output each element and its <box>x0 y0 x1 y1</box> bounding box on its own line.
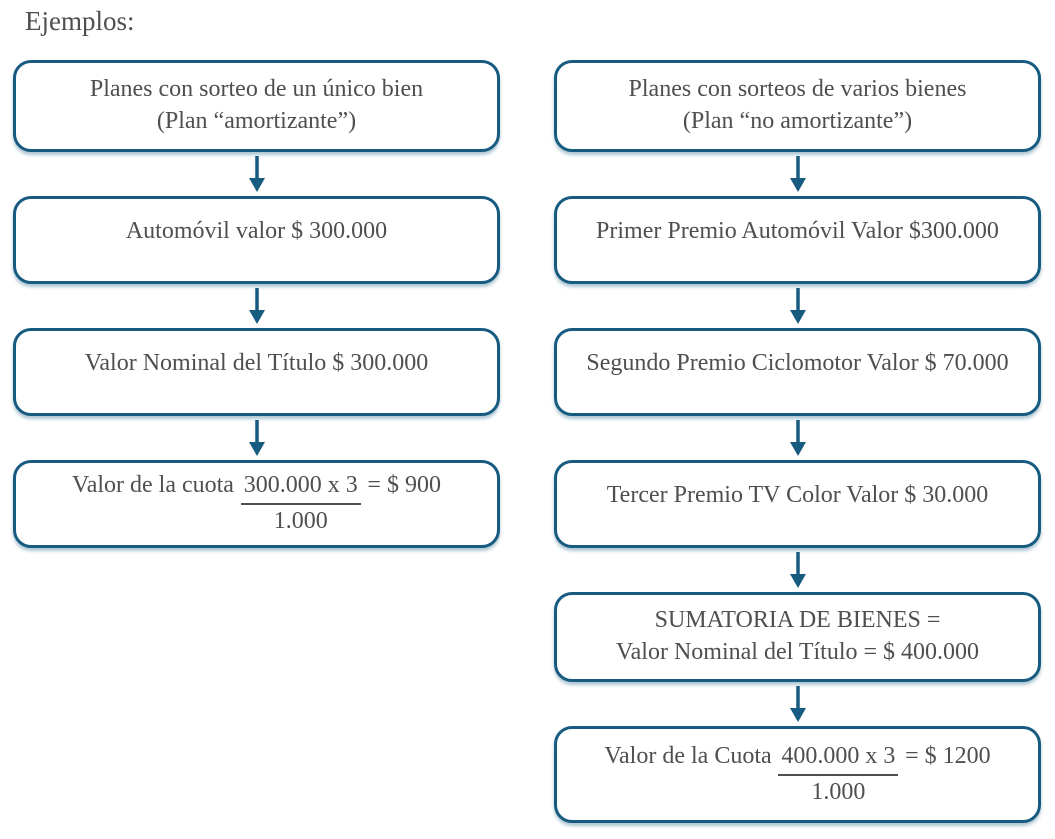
fraction-denominator: 1.000 <box>273 508 328 534</box>
box-text-line: Segundo Premio Ciclomotor Valor $ 70.000 <box>586 350 1009 377</box>
down-arrow-icon <box>554 682 1041 726</box>
flow-box-valor-nominal-300: Valor Nominal del Título $ 300.000 <box>13 328 500 416</box>
flow-box-primer-premio: Primer Premio Automóvil Valor $300.000 <box>554 196 1041 284</box>
box-text-line: Primer Premio Automóvil Valor $300.000 <box>596 218 999 245</box>
fraction-numerator: 400.000 x 3 <box>778 741 899 776</box>
fraction: 400.000 x 3 1.000 <box>778 741 899 809</box>
formula: Valor de la Cuota 400.000 x 3 1.000 = $ … <box>604 741 990 809</box>
flow-box-planes-unico-bien: Planes con sorteo de un único bien (Plan… <box>13 60 500 152</box>
box-text-line: Planes con sorteos de varios bienes <box>628 76 967 103</box>
formula-prefix: Valor de la cuota <box>72 472 234 499</box>
formula-result: = $ 1200 <box>905 742 991 769</box>
flow-box-segundo-premio: Segundo Premio Ciclomotor Valor $ 70.000 <box>554 328 1041 416</box>
box-text-line: Planes con sorteo de un único bien <box>89 76 424 103</box>
column-plan-no-amortizante: Planes con sorteos de varios bienes (Pla… <box>554 60 1041 823</box>
flow-box-planes-varios-bienes: Planes con sorteos de varios bienes (Pla… <box>554 60 1041 152</box>
box-text-line: Valor Nominal del Título = $ 400.000 <box>615 639 980 665</box>
down-arrow-icon <box>554 416 1041 460</box>
formula-result: = $ 900 <box>367 472 441 499</box>
flow-box-tercer-premio: Tercer Premio TV Color Valor $ 30.000 <box>554 460 1041 548</box>
down-arrow-icon <box>13 284 500 328</box>
fraction-denominator: 1.000 <box>811 778 866 805</box>
formula: Valor de la cuota 300.000 x 3 1.000 = $ … <box>72 470 441 538</box>
flow-box-automovil-valor: Automóvil valor $ 300.000 <box>13 196 500 284</box>
fraction-numerator: 300.000 x 3 <box>240 470 361 505</box>
box-text-line: Tercer Premio TV Color Valor $ 30.000 <box>606 482 989 509</box>
box-text-line: Automóvil valor $ 300.000 <box>125 218 388 245</box>
box-text-line: Valor Nominal del Título $ 300.000 <box>84 350 429 377</box>
column-plan-amortizante: Planes con sorteo de un único bien (Plan… <box>13 60 500 548</box>
flow-box-valor-cuota-1200: Valor de la Cuota 400.000 x 3 1.000 = $ … <box>554 726 1041 823</box>
flow-box-valor-cuota-900: Valor de la cuota 300.000 x 3 1.000 = $ … <box>13 460 500 548</box>
down-arrow-icon <box>554 152 1041 196</box>
box-text-line: SUMATORIA DE BIENES = <box>654 607 941 634</box>
down-arrow-icon <box>13 416 500 460</box>
box-text-line: (Plan “amortizante”) <box>156 108 357 134</box>
down-arrow-icon <box>554 548 1041 592</box>
down-arrow-icon <box>13 152 500 196</box>
down-arrow-icon <box>554 284 1041 328</box>
box-text-line: (Plan “no amortizante”) <box>682 108 913 134</box>
formula-prefix: Valor de la Cuota <box>604 742 772 769</box>
page-title: Ejemplos: <box>25 6 135 36</box>
fraction: 300.000 x 3 1.000 <box>240 470 361 538</box>
flow-box-sumatoria-bienes: SUMATORIA DE BIENES = Valor Nominal del … <box>554 592 1041 682</box>
